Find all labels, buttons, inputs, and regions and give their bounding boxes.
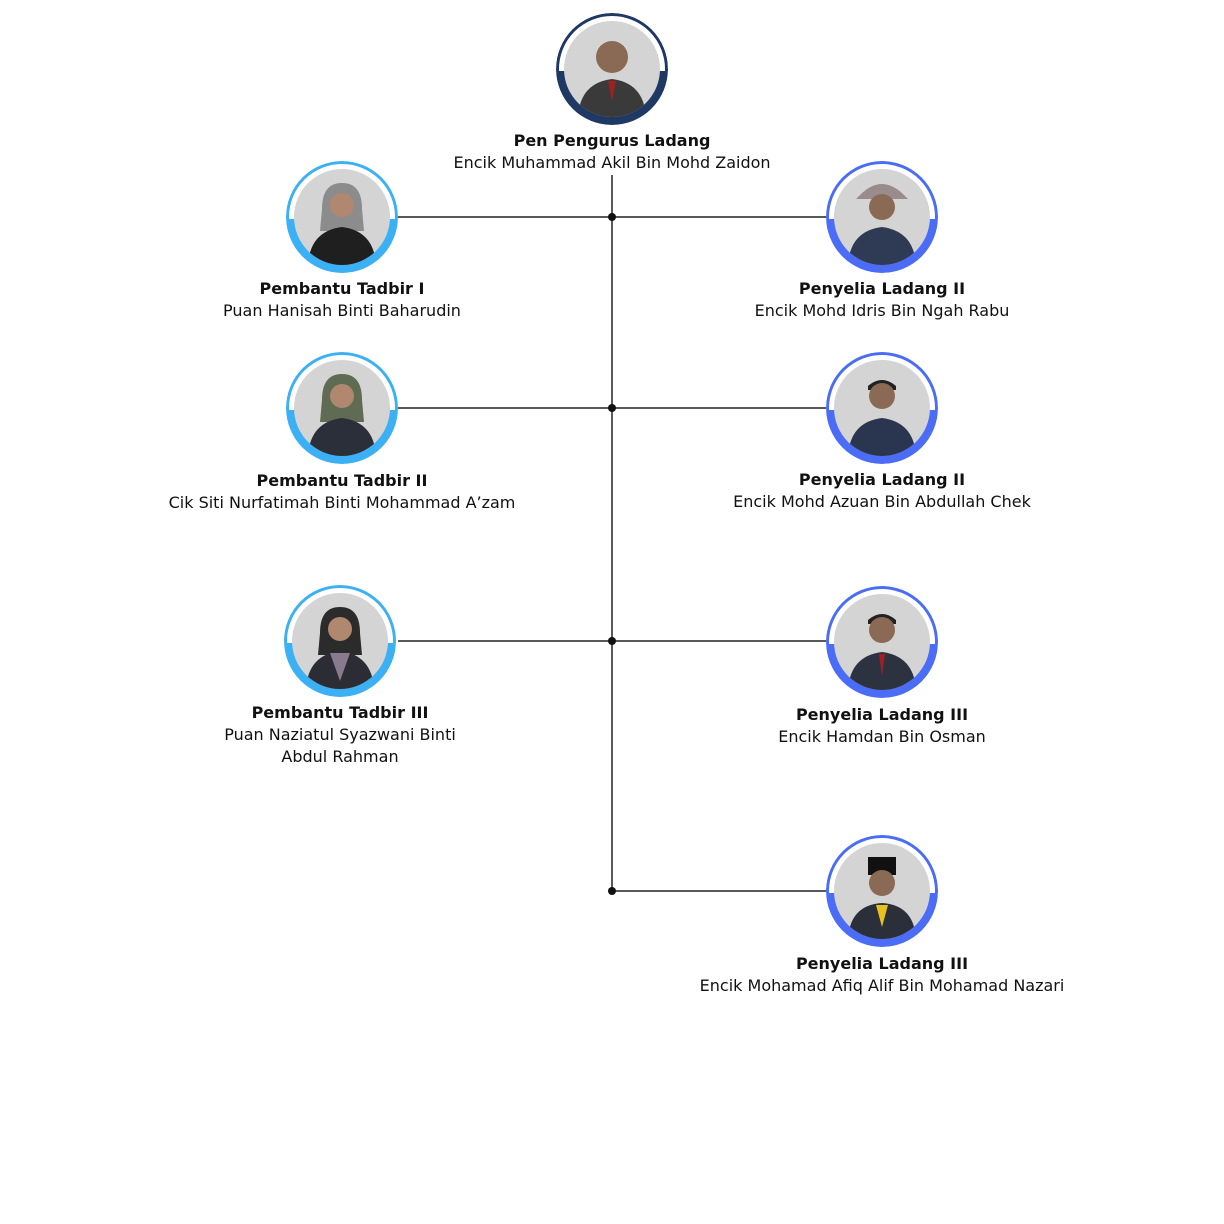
person-photo-icon: [848, 614, 916, 690]
avatar: [826, 835, 938, 947]
right-name-1: Encik Mohd Idris Bin Ngah Rabu: [754, 301, 1010, 320]
right-role-1: Penyelia Ladang II: [798, 279, 966, 298]
avatar: [284, 585, 396, 697]
right-name-4: Encik Mohamad Afiq Alif Bin Mohamad Naza…: [699, 976, 1065, 995]
left-name-3-line2: Abdul Rahman: [281, 747, 399, 766]
top-name: Encik Muhammad Akil Bin Mohd Zaidon: [453, 153, 771, 172]
avatar: [286, 161, 398, 273]
left-role-3: Pembantu Tadbir III: [251, 703, 429, 722]
left-name-2: Cik Siti Nurfatimah Binti Mohammad A’zam: [168, 493, 516, 512]
junction-dot-2: [608, 404, 616, 412]
right-role-3: Penyelia Ladang III: [795, 705, 969, 724]
avatar: [826, 161, 938, 273]
left-role-1: Pembantu Tadbir I: [259, 279, 425, 298]
right-role-2: Penyelia Ladang II: [798, 470, 966, 489]
avatar: [286, 352, 398, 464]
left-name-3: Puan Naziatul Syazwani Binti: [224, 725, 456, 744]
left-name-1: Puan Hanisah Binti Baharudin: [223, 301, 461, 320]
person-photo-icon: [578, 41, 646, 117]
junction-dot-3: [608, 637, 616, 645]
junction-dot-1: [608, 213, 616, 221]
person-photo-icon: [308, 183, 376, 265]
left-role-2: Pembantu Tadbir II: [256, 471, 428, 490]
avatar: [826, 586, 938, 698]
person-photo-icon: [308, 374, 376, 456]
person-photo-icon: [848, 857, 916, 939]
person-photo-icon: [306, 607, 374, 689]
right-role-4: Penyelia Ladang III: [795, 954, 969, 973]
person-photo-icon: [848, 380, 916, 456]
avatar: [826, 352, 938, 464]
junction-dot-4: [608, 887, 616, 895]
avatar: [556, 13, 668, 125]
person-photo-icon: [848, 184, 916, 265]
right-name-3: Encik Hamdan Bin Osman: [778, 727, 986, 746]
top-role: Pen Pengurus Ladang: [513, 131, 711, 150]
right-name-2: Encik Mohd Azuan Bin Abdullah Chek: [733, 492, 1031, 511]
